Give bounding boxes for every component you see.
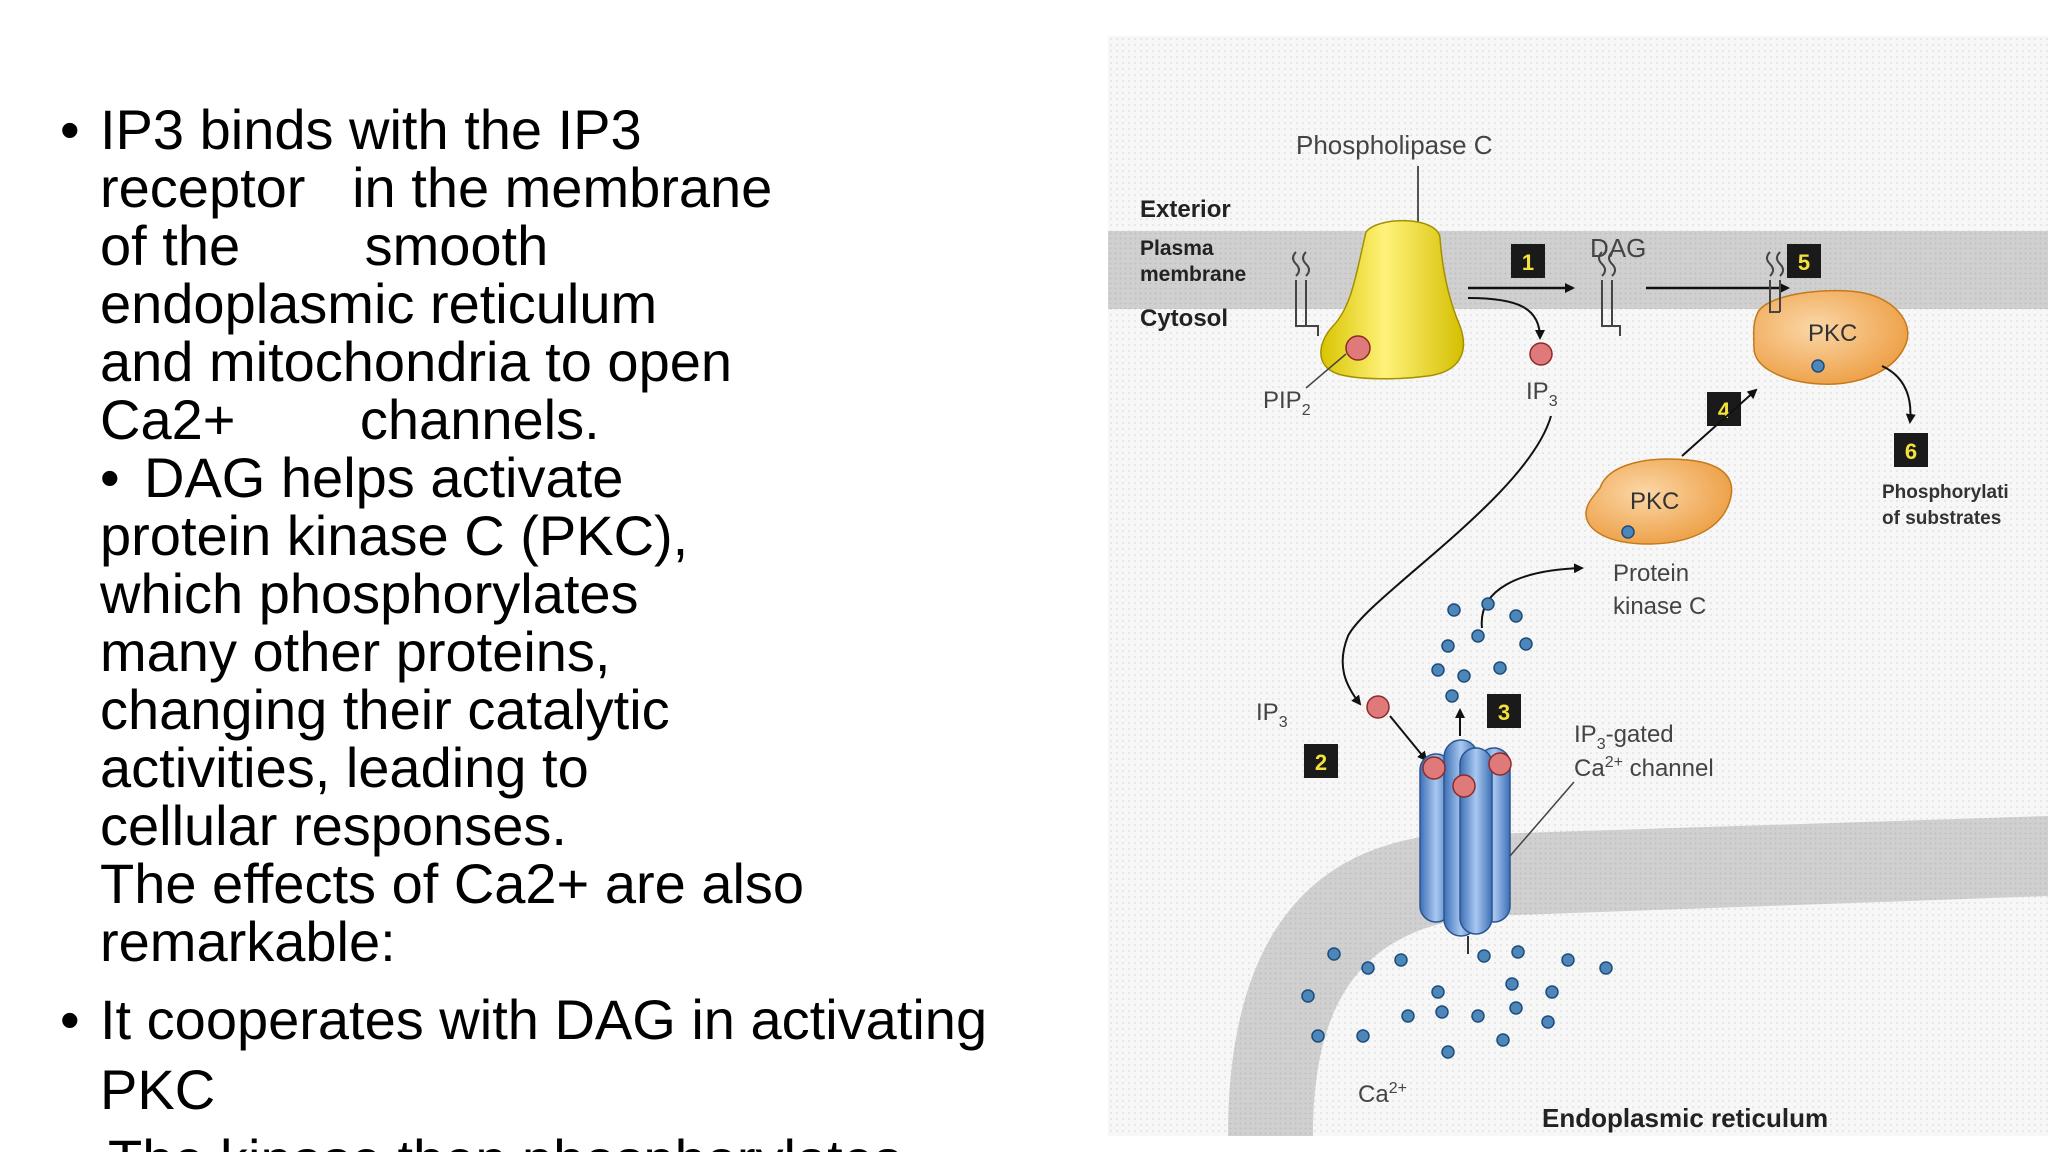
text-line: It cooperates with DAG in activating	[100, 988, 988, 1051]
plasma-membrane-band	[1108, 231, 2048, 309]
membrane-label: membrane	[1140, 263, 1246, 286]
pkc-membrane-label: PKC	[1808, 320, 1857, 347]
text-line: Ca2+ channels.	[100, 388, 600, 451]
sub-bullet-marker: •	[100, 446, 120, 509]
pathway-figure: Phospholipase C Exterior Plasma membrane…	[1108, 36, 2048, 1136]
arrow-to-phosphorylation	[1881, 365, 1916, 424]
kinase-c-label: kinase C	[1613, 593, 1706, 620]
cytosol-label: Cytosol	[1140, 305, 1228, 332]
text-line: activities, leading to	[100, 736, 589, 799]
ip3-left-label: IP3	[1256, 699, 1288, 731]
figure-background	[1108, 36, 2048, 1136]
text-column: • IP3 binds with the IP3 receptor in the…	[60, 98, 988, 1152]
ip3-ball-left	[1366, 695, 1390, 719]
pkc-anchor-stem	[1769, 280, 1781, 313]
gated-channel-leader	[1509, 781, 1575, 857]
pkc-anchor-tails	[1766, 251, 1784, 277]
arrow-to-ip3	[1467, 297, 1545, 340]
protein-label: Protein	[1613, 560, 1689, 587]
step-5-number: 5	[1798, 250, 1810, 275]
pip2-lipid-tails	[1292, 251, 1310, 277]
bullet-marker: •	[60, 98, 80, 161]
text-line: changing their catalytic	[100, 678, 670, 741]
ip3-gated-channel	[1419, 739, 1512, 954]
bullet-marker: •	[60, 988, 80, 1051]
step-2-badge	[1304, 744, 1338, 778]
dag-stem	[1601, 280, 1621, 336]
step-1-number: 1	[1522, 250, 1534, 275]
arrow-ip3-diffusion	[1341, 415, 1552, 706]
text-line: PKC	[100, 1058, 216, 1121]
text-line: remarkable:	[100, 910, 396, 973]
plasma-label: Plasma	[1140, 237, 1214, 260]
step-4-number: 4	[1718, 398, 1731, 423]
gated-channel-label-1: IP3-gated	[1574, 721, 1674, 753]
step-5-badge	[1787, 244, 1821, 278]
text-line: and mitochondria to open	[100, 330, 732, 393]
step-6-badge	[1894, 433, 1928, 467]
text-line: protein kinase C (PKC),	[100, 504, 689, 567]
text-line: cellular responses.	[100, 794, 567, 857]
arrow-ip3-to-channel	[1389, 715, 1428, 762]
dag-lipid-tails	[1598, 251, 1616, 277]
text-line: DAG helps activate	[144, 446, 624, 509]
step-3-badge	[1487, 694, 1521, 728]
exterior-label: Exterior	[1140, 196, 1231, 223]
pkc-cytosol-ca	[1621, 525, 1635, 539]
ca-label: Ca2+	[1358, 1080, 1407, 1108]
text-line: which phosphorylates	[100, 562, 639, 625]
step-2-number: 2	[1315, 750, 1327, 775]
pip2-leader	[1305, 353, 1347, 389]
pip2-head	[1345, 335, 1371, 361]
pip2-label: PIP2	[1263, 387, 1311, 419]
er-label: Endoplasmic reticulum	[1542, 1103, 1828, 1133]
pkc-cytosol-label: PKC	[1630, 488, 1679, 515]
text-line: of the smooth	[100, 214, 549, 277]
pip2-stem	[1295, 280, 1319, 336]
step-1-badge	[1511, 244, 1545, 278]
phospholipase-label: Phospholipase C	[1296, 130, 1493, 160]
cytosolic-ca-ions	[1431, 597, 1533, 703]
phosphorylation-label-1: Phosphorylati	[1882, 482, 2009, 503]
text-line: endoplasmic reticulum	[100, 272, 658, 335]
text-line: many other proteins,	[100, 620, 611, 683]
phosphorylation-label-2: of substrates	[1882, 508, 2001, 529]
arrow-pkc-to-membrane	[1681, 388, 1758, 457]
pathway-diagram: Phospholipase C Exterior Plasma membrane…	[1108, 36, 2048, 1136]
arrow-ca-to-pkc	[1480, 563, 1584, 629]
pkc-cytosol-shape	[1585, 458, 1733, 545]
gated-channel-label-2: Ca2+ channel	[1574, 754, 1714, 782]
text-line: receptor in the membrane	[100, 156, 773, 219]
er-ca-ions	[1301, 945, 1613, 1059]
step-6-number: 6	[1905, 439, 1917, 464]
step-3-number: 3	[1498, 700, 1510, 725]
ip3-top-label: IP3	[1526, 378, 1558, 410]
text-line: The effects of Ca2+ are also	[100, 852, 805, 915]
ip3-ball-top	[1529, 342, 1553, 366]
text-line: IP3 binds with the IP3	[100, 98, 642, 161]
pkc-bound-ca	[1811, 359, 1825, 373]
